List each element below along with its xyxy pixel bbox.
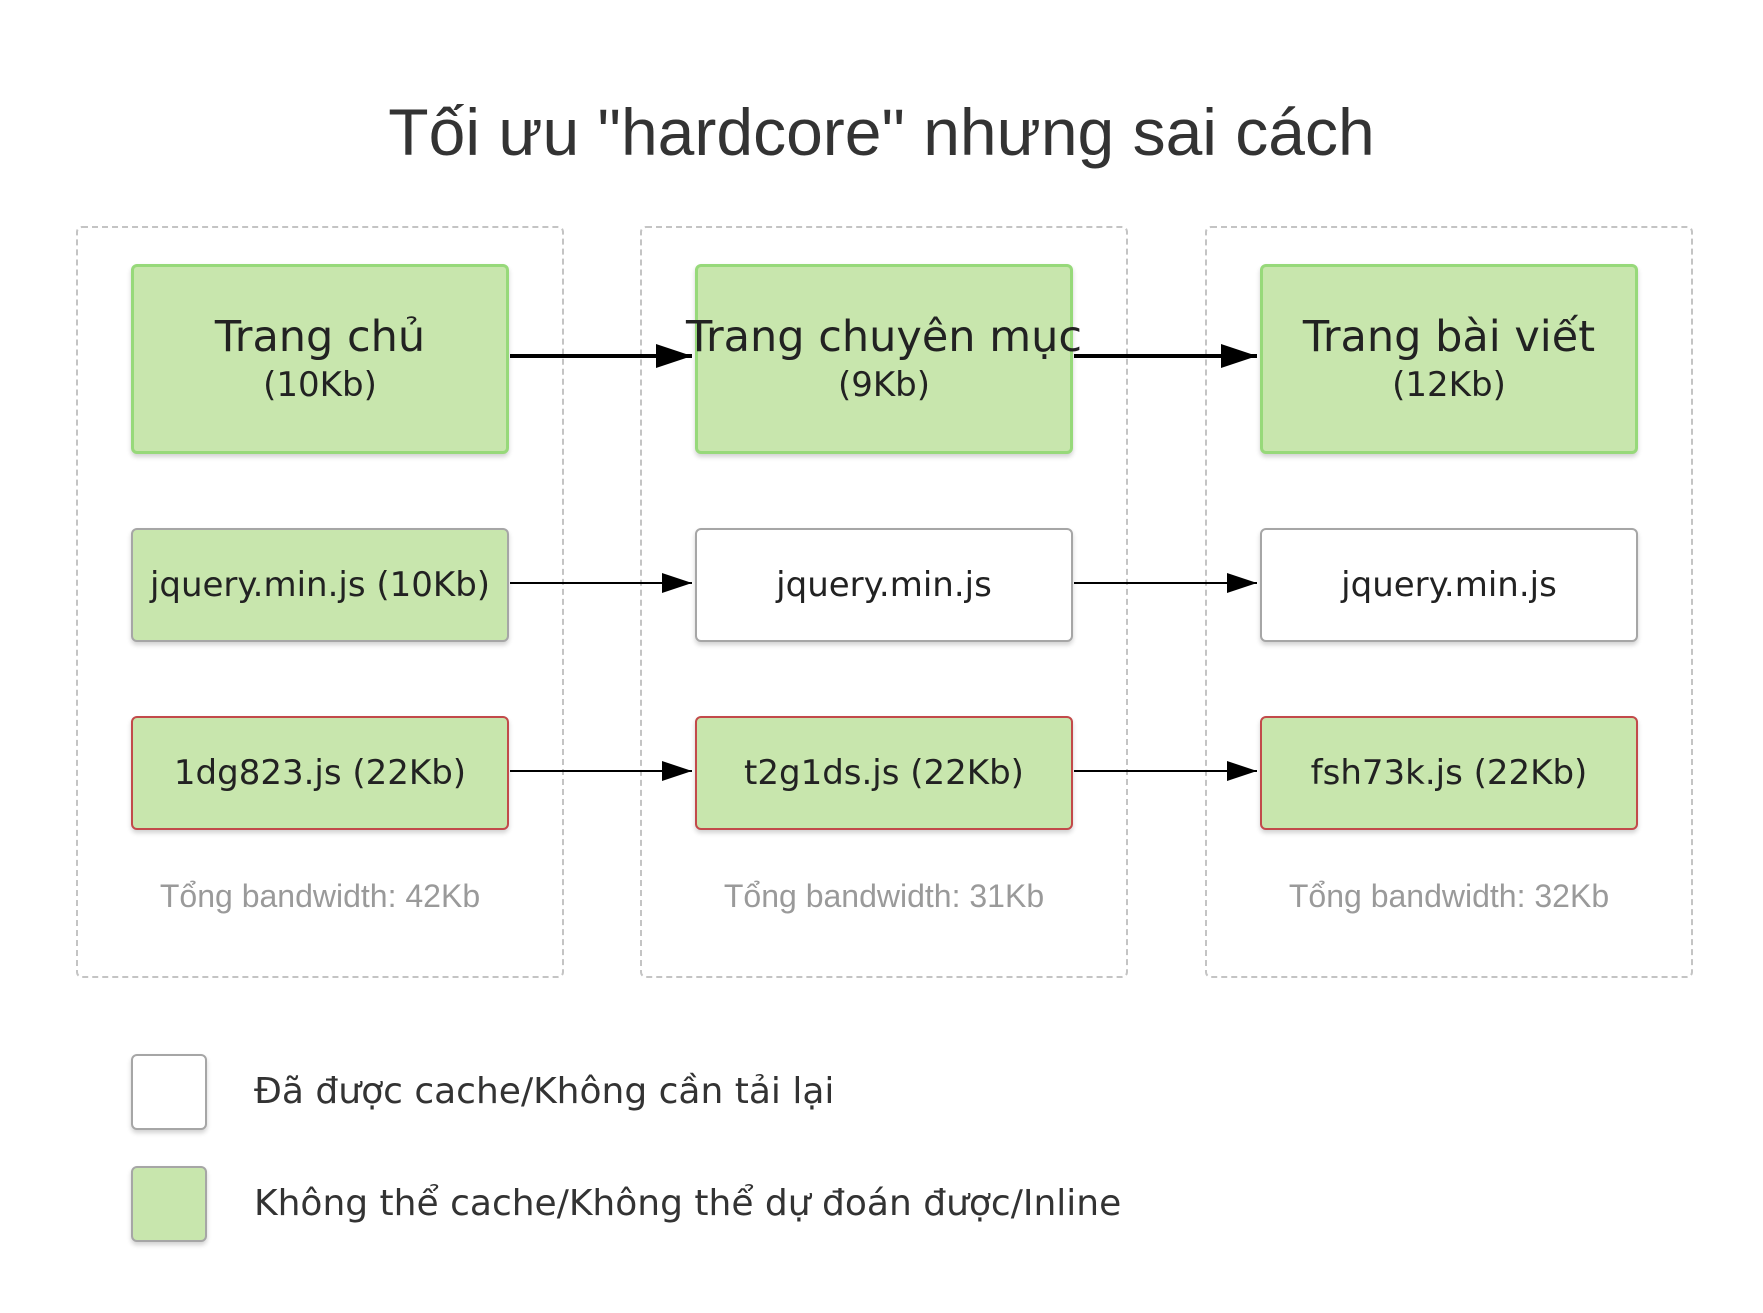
total-bandwidth: Tổng bandwidth: 42Kb bbox=[159, 878, 481, 914]
page-name: Trang chuyên mục bbox=[686, 312, 1082, 362]
page-box-article: Trang bài viết (12Kb) bbox=[1260, 264, 1638, 454]
legend-swatch-uncacheable bbox=[131, 1166, 207, 1242]
page-box-home: Trang chủ (10Kb) bbox=[131, 264, 509, 454]
page-size: (10Kb) bbox=[263, 365, 377, 405]
page-column-home: Trang chủ (10Kb) jquery.min.js (10Kb) 1d… bbox=[76, 226, 564, 978]
page-size: (9Kb) bbox=[837, 365, 931, 405]
jquery-box-article: jquery.min.js bbox=[1260, 528, 1638, 642]
page-box-category: Trang chuyên mục (9Kb) bbox=[686, 264, 1082, 454]
legend-label-uncacheable: Không thể cache/Không thể dự đoán được/I… bbox=[254, 1183, 1122, 1224]
bundle-box-category: t2g1ds.js (22Kb) bbox=[695, 716, 1073, 830]
bundle-box-article: fsh73k.js (22Kb) bbox=[1260, 716, 1638, 830]
page-name: Trang chủ bbox=[214, 312, 426, 362]
page-size: (12Kb) bbox=[1392, 365, 1506, 405]
bundle-box-home: 1dg823.js (22Kb) bbox=[131, 716, 509, 830]
diagram-title: Tối ưu "hardcore" nhưng sai cách bbox=[388, 95, 1375, 169]
jquery-box-home: jquery.min.js (10Kb) bbox=[131, 528, 509, 642]
total-bandwidth: Tổng bandwidth: 31Kb bbox=[723, 878, 1045, 914]
legend-label-cached: Đã được cache/Không cần tải lại bbox=[254, 1071, 835, 1112]
page-column-category: Trang chuyên mục (9Kb) jquery.min.js t2g… bbox=[640, 226, 1128, 978]
legend-swatch-cached bbox=[131, 1054, 207, 1130]
page-name: Trang bài viết bbox=[1302, 312, 1596, 362]
page-column-article: Trang bài viết (12Kb) jquery.min.js fsh7… bbox=[1205, 226, 1693, 978]
jquery-box-category: jquery.min.js bbox=[695, 528, 1073, 642]
total-bandwidth: Tổng bandwidth: 32Kb bbox=[1288, 878, 1610, 914]
